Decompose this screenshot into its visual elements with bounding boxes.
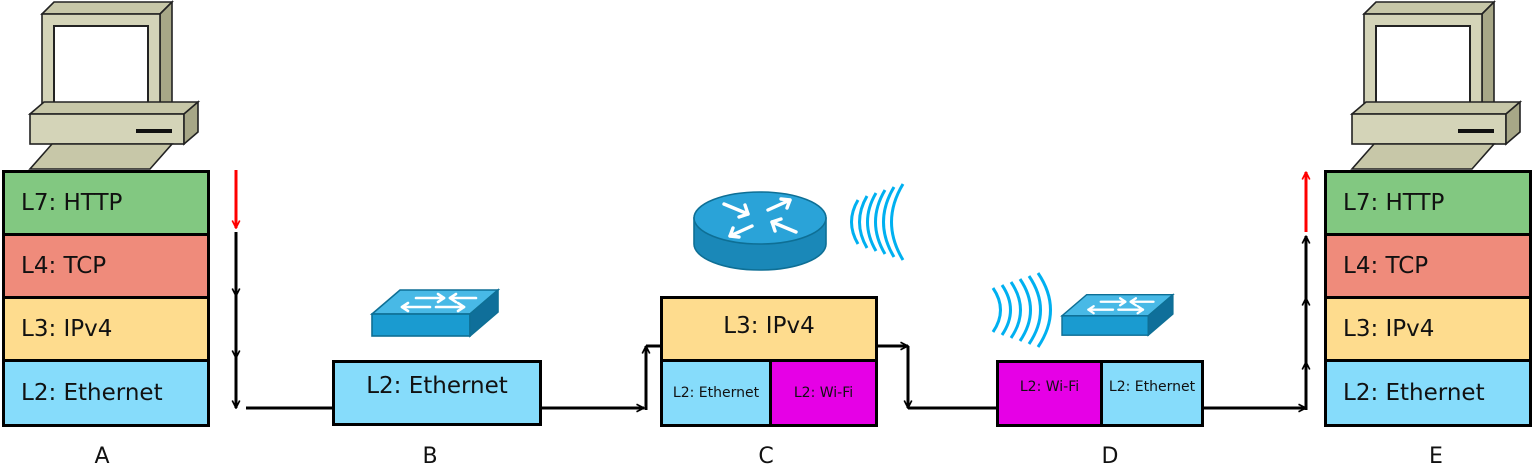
node-e-layer-l3: L3: IPv4 — [1324, 296, 1532, 362]
node-c-layer-l3: L3: IPv4 — [660, 296, 878, 362]
node-e-layer-l7: L7: HTTP — [1324, 170, 1532, 236]
layer-label: L3: IPv4 — [1343, 316, 1435, 342]
layer-label: L2: Wi-Fi — [1019, 379, 1080, 395]
layer-label: L2: Ethernet — [1343, 380, 1485, 406]
layer-label: L4: TCP — [21, 253, 107, 279]
desktop-computer-icon — [29, 1, 199, 170]
node-b-layer-l2: L2: Ethernet — [332, 360, 542, 426]
node-a-layer-l7: L7: HTTP — [2, 170, 210, 236]
layer-label: L2: Ethernet — [21, 380, 163, 406]
layer-label: L4: TCP — [1343, 253, 1429, 279]
node-label-a: A — [94, 444, 110, 469]
router-icon — [693, 191, 827, 271]
node-d-layer-l2-ethernet: L2: Ethernet — [1100, 360, 1204, 427]
node-a-layer-l2: L2: Ethernet — [2, 359, 210, 427]
wireless-signal-icon — [850, 183, 905, 261]
node-d-layer-l2-wifi: L2: Wi-Fi — [996, 360, 1103, 427]
layer-label: L7: HTTP — [21, 190, 123, 216]
node-a-layer-l4: L4: TCP — [2, 233, 210, 299]
node-label-e: E — [1429, 444, 1443, 469]
node-e-layer-l2: L2: Ethernet — [1324, 359, 1532, 427]
wireless-signal-icon — [991, 272, 1052, 348]
node-c-layer-l2-ethernet: L2: Ethernet — [660, 359, 772, 427]
node-c-layer-l2-wifi: L2: Wi-Fi — [769, 359, 878, 427]
node-label-d: D — [1101, 444, 1119, 469]
layer-label: L2: Ethernet — [1108, 379, 1196, 395]
node-a-layer-l3: L3: IPv4 — [2, 296, 210, 362]
network-switch-icon — [370, 288, 500, 338]
node-e-layer-l4: L4: TCP — [1324, 233, 1532, 299]
desktop-computer-icon — [1351, 1, 1521, 170]
layer-label: L3: IPv4 — [21, 316, 113, 342]
network-switch-icon — [1060, 293, 1175, 337]
layer-label: L7: HTTP — [1343, 190, 1445, 216]
layer-label: L2: Ethernet — [672, 385, 760, 401]
node-label-c: C — [758, 444, 774, 469]
node-label-b: B — [422, 444, 438, 469]
layer-label: L3: IPv4 — [723, 313, 815, 339]
layer-label: L2: Wi-Fi — [793, 385, 854, 401]
layer-label: L2: Ethernet — [366, 373, 508, 399]
